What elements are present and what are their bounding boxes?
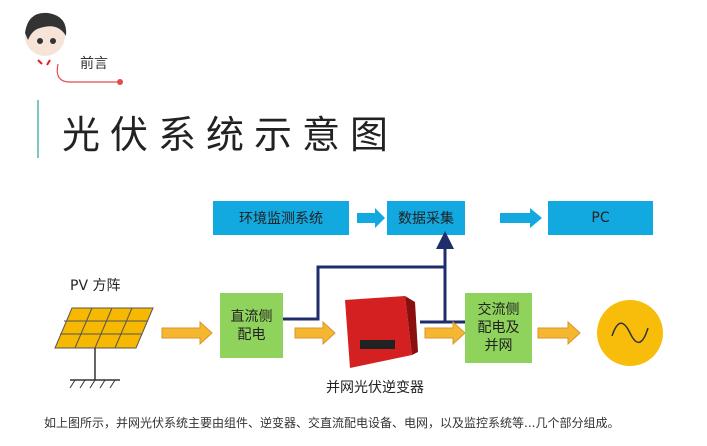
caption: 如上图所示，并网光伏系统主要由组件、逆变器、交直流配电设备、电网，以及监控系统等… <box>44 416 620 430</box>
grid-sun-icon <box>597 300 663 366</box>
page-title: 光伏系统示意图 <box>62 113 399 157</box>
avatar <box>20 8 70 66</box>
red-connector-line <box>56 63 123 85</box>
pc-box: PC <box>548 201 653 235</box>
dc-distribution-box: 直流侧 配电 <box>220 293 283 358</box>
inverter-icon <box>345 296 418 368</box>
monitor-lines <box>283 231 465 324</box>
solar-panel-icon <box>54 307 154 389</box>
title-bar <box>37 100 39 158</box>
env-monitor-box: 环境监测系统 <box>213 201 349 235</box>
pv-array-label: PV 方阵 <box>70 278 121 294</box>
power-arrows <box>161 320 581 346</box>
inverter-label: 并网光伏逆变器 <box>326 380 424 396</box>
data-collect-box: 数据采集 <box>387 201 465 235</box>
blue-arrows <box>357 208 542 228</box>
ac-distribution-box: 交流侧 配电及 并网 <box>465 293 532 363</box>
section-label: 前言 <box>80 56 108 72</box>
